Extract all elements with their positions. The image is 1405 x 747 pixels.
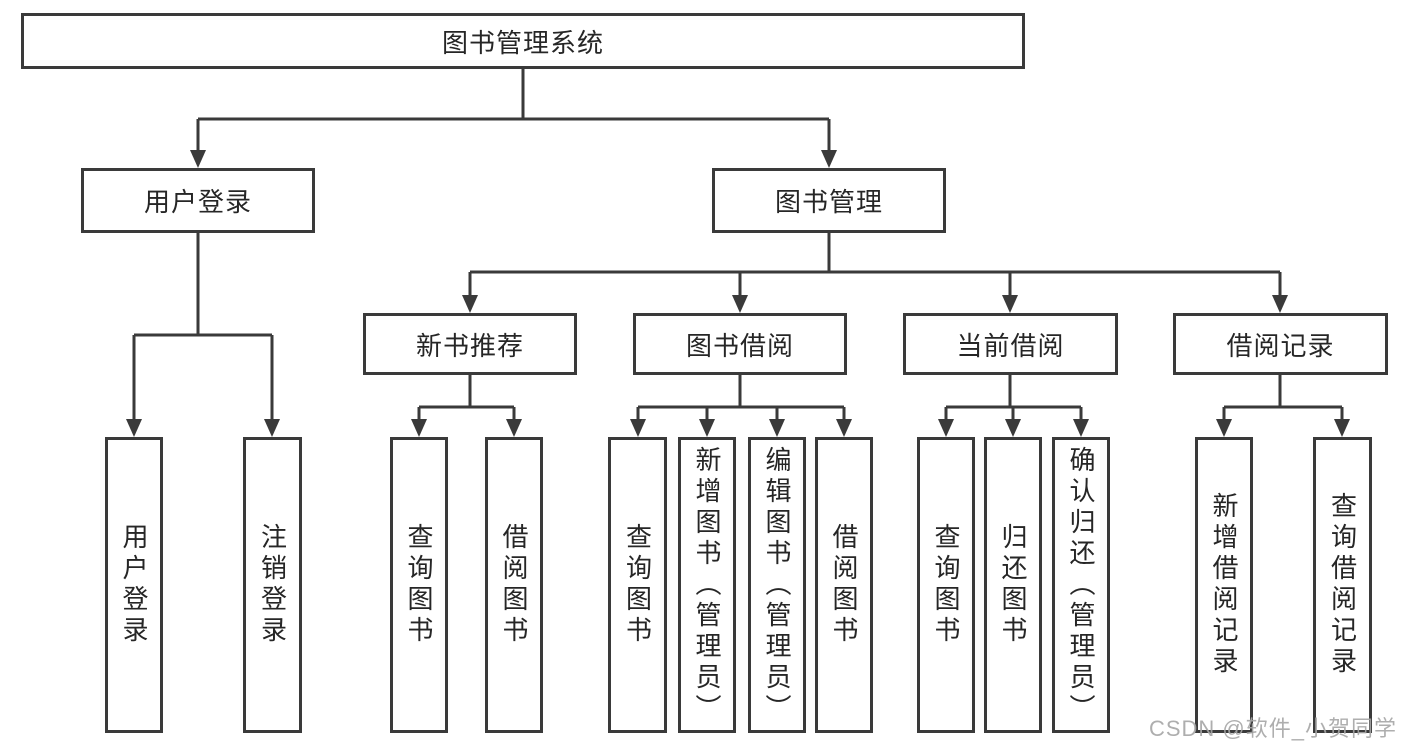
arrowheads <box>126 150 1350 437</box>
node-library-management-system: 图书管理系统 <box>21 13 1025 69</box>
leaf-records-add-record: 新增借阅记录 <box>1195 437 1253 733</box>
leaf-current-query-books: 查询图书 <box>917 437 975 733</box>
leaf-borrow-add-books-admin: 新增图书（管理员） <box>678 437 736 733</box>
node-borrowing-records: 借阅记录 <box>1173 313 1388 375</box>
leaf-borrow-edit-books-admin: 编辑图书（管理员） <box>748 437 806 733</box>
leaf-borrow-borrow-books: 借阅图书 <box>815 437 873 733</box>
node-book-management: 图书管理 <box>712 168 946 233</box>
node-new-book-recommend: 新书推荐 <box>363 313 577 375</box>
leaf-current-return-books: 归还图书 <box>984 437 1042 733</box>
leaf-newrec-borrow-books: 借阅图书 <box>485 437 543 733</box>
leaf-logout: 注销登录 <box>243 437 302 733</box>
node-book-borrowing: 图书借阅 <box>633 313 847 375</box>
csdn-watermark: CSDN @软件_小贺同学 <box>1148 716 1397 741</box>
leaf-user-login: 用户登录 <box>105 437 163 733</box>
node-user-login: 用户登录 <box>81 168 315 233</box>
leaf-records-query-record: 查询借阅记录 <box>1313 437 1372 733</box>
leaf-newrec-query-books: 查询图书 <box>390 437 448 733</box>
leaf-current-confirm-return-admin: 确认归还（管理员） <box>1052 437 1110 733</box>
node-current-borrowing: 当前借阅 <box>903 313 1118 375</box>
leaf-borrow-query-books: 查询图书 <box>608 437 667 733</box>
